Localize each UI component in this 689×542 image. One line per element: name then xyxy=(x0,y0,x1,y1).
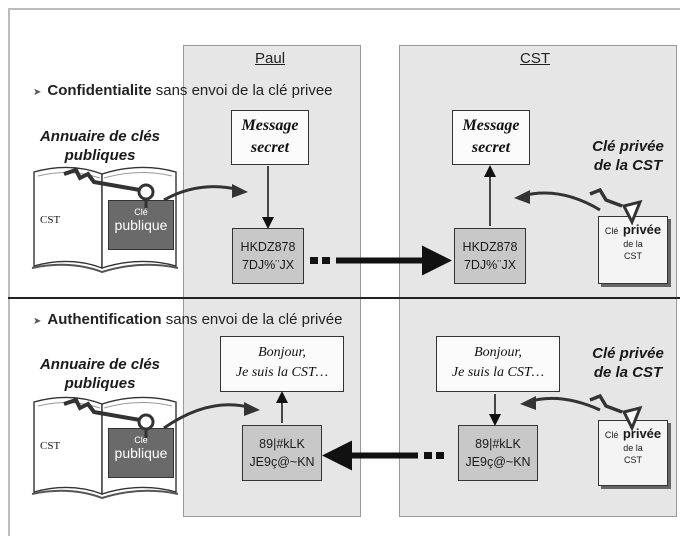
private-key-doc-line3: CST xyxy=(624,251,642,261)
right-cipher-box: HKDZ878 7DJ%¨JX xyxy=(454,228,526,284)
curved-arrow-privkey xyxy=(527,396,601,412)
left-message-scroll: Bonjour, Je suis la CST… xyxy=(220,336,344,392)
private-key-doc-big: privée xyxy=(622,222,662,237)
heading-rest: sans envoi de la clé privee xyxy=(151,82,333,99)
public-key-small: Clé xyxy=(134,207,148,217)
right-cipher-line1: HKDZ878 xyxy=(462,240,518,254)
bullet-arrow-icon: ➤ xyxy=(33,316,42,327)
right-message-line1: Bonjour, xyxy=(474,345,522,360)
public-key-directory-label: Annuaire de clés publiques xyxy=(39,356,161,392)
paul-panel-title: Paul xyxy=(255,50,286,67)
right-cipher-line2: 7DJ%¨JX xyxy=(463,258,517,272)
key-icon xyxy=(63,167,155,208)
private-key-doc-small: Clé xyxy=(604,430,619,440)
private-key-label: Clé privée de la CST xyxy=(592,138,664,174)
heading-bold: Confidentialite xyxy=(47,82,152,99)
private-key-icon xyxy=(589,393,643,432)
directory-entry-cst: CST xyxy=(40,214,61,226)
authentication-heading: ➤ Authentification sans envoi de la clé p… xyxy=(33,311,342,328)
public-key-big: publique xyxy=(114,217,168,233)
private-key-doc-small: Clé xyxy=(604,226,619,236)
key-icon xyxy=(63,397,155,438)
private-key-doc-line2: de la xyxy=(623,239,643,249)
heading-rest: sans envoi de la clé privée xyxy=(161,311,343,328)
left-message-scroll: Message secret xyxy=(231,110,309,165)
left-message-line1: Bonjour, xyxy=(258,345,306,360)
curved-arrow-privkey xyxy=(521,191,601,212)
right-cipher-line1: 89|#kLK xyxy=(475,437,521,451)
right-message-scroll: Bonjour, Je suis la CST… xyxy=(436,336,560,392)
private-key-doc-line1: Clé privée xyxy=(599,223,667,238)
public-key-card: Clé publique xyxy=(108,200,174,250)
private-key-label: Clé privée de la CST xyxy=(592,345,664,381)
public-key-card: Clé publique xyxy=(108,428,174,478)
left-message-line1: Message xyxy=(241,117,299,134)
public-key-directory-label: Annuaire de clés publiques xyxy=(39,128,161,164)
left-cipher-box: HKDZ878 7DJ%¨JX xyxy=(232,228,304,284)
private-key-doc-line2: de la xyxy=(623,443,643,453)
left-cipher-line1: HKDZ878 xyxy=(240,240,296,254)
confidentiality-heading: ➤ Confidentialite sans envoi de la clé pr… xyxy=(33,82,333,99)
right-message-line1: Message xyxy=(462,117,520,134)
right-message-line2: secret xyxy=(471,139,511,156)
left-cipher-line1: 89|#kLK xyxy=(259,437,305,451)
left-message-line2: secret xyxy=(250,139,290,156)
directory-entry-cst: CST xyxy=(40,440,61,452)
right-cipher-line2: JE9ç@~KN xyxy=(465,455,531,469)
heading-bold: Authentification xyxy=(47,311,162,328)
right-message-scroll: Message secret xyxy=(452,110,530,165)
right-message-line2: Je suis la CST… xyxy=(451,365,545,380)
private-key-icon xyxy=(589,187,643,226)
slide-frame xyxy=(8,8,680,536)
left-cipher-line2: JE9ç@~KN xyxy=(249,455,315,469)
right-cipher-box: 89|#kLK JE9ç@~KN xyxy=(458,425,538,481)
curved-arrow-pubkey xyxy=(163,185,241,202)
private-key-doc-line3: CST xyxy=(624,455,642,465)
left-cipher-line2: 7DJ%¨JX xyxy=(241,258,295,272)
cst-panel-title: CST xyxy=(520,50,550,67)
left-message-line2: Je suis la CST… xyxy=(235,365,329,380)
left-cipher-box: 89|#kLK JE9ç@~KN xyxy=(242,425,322,481)
curved-arrow-pubkey xyxy=(163,403,253,430)
public-key-small: Clé xyxy=(134,435,148,445)
public-key-big: publique xyxy=(114,445,168,461)
bullet-arrow-icon: ➤ xyxy=(33,87,42,98)
section-divider xyxy=(8,297,680,299)
private-key-doc: Clé privée de la CST xyxy=(598,216,668,284)
